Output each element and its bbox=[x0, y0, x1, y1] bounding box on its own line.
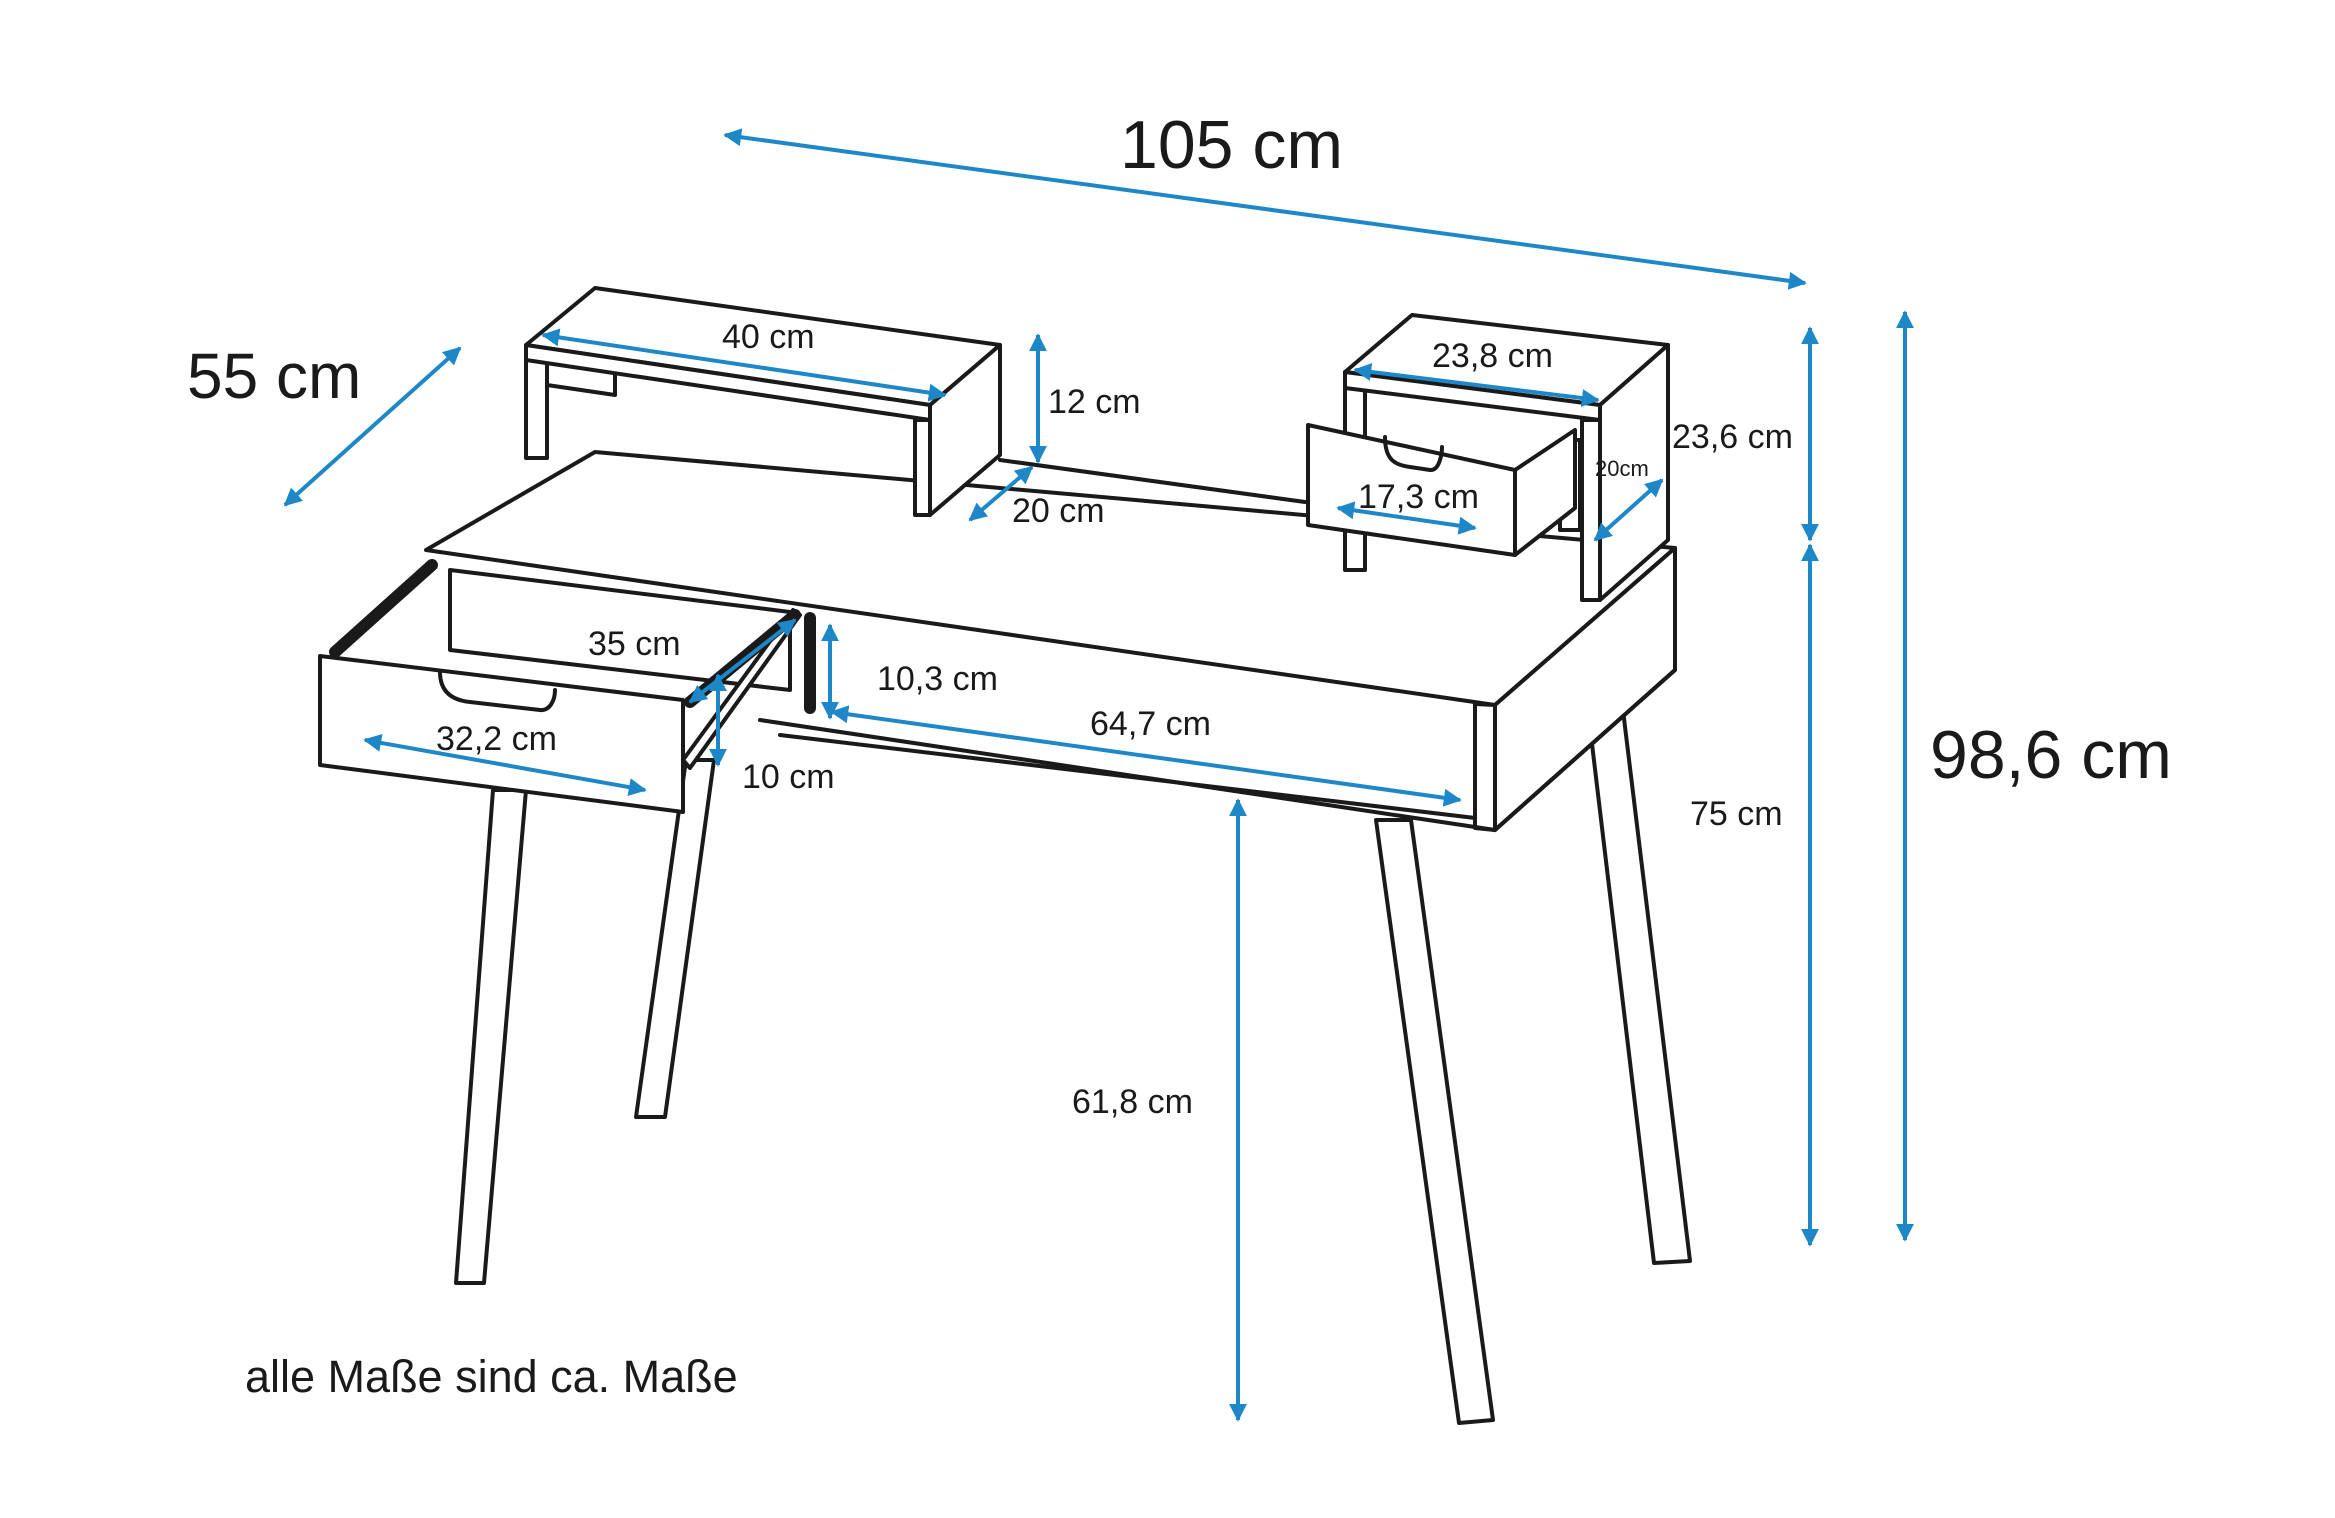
shelf-right-leg bbox=[913, 418, 932, 517]
cabinet-drawer-handle bbox=[1383, 435, 1444, 472]
approximate-measurements-note: alle Maße sind ca. Maße bbox=[245, 1351, 738, 1402]
label-shelf-width: 40 cm bbox=[722, 318, 815, 356]
label-cabinet-height: 23,6 cm bbox=[1672, 418, 1793, 456]
dim-total-width bbox=[723, 128, 1807, 290]
shelf-right-side bbox=[928, 343, 1002, 517]
dim-cabinet-width bbox=[1353, 363, 1600, 407]
label-cabinet-width: 23,8 cm bbox=[1432, 337, 1553, 375]
label-total-depth: 55 cm bbox=[187, 340, 361, 412]
dim-knee-space-width bbox=[830, 705, 1462, 807]
label-shelf-height: 12 cm bbox=[1048, 383, 1141, 421]
desk-back-edge bbox=[998, 458, 1307, 504]
leg-front-left bbox=[454, 788, 528, 1285]
leg-back-left bbox=[634, 758, 716, 1119]
apron-front-line bbox=[778, 733, 1477, 820]
dimension-labels: 105 cm 55 cm 98,6 cm 40 cm 12 cm 20 cm 2… bbox=[187, 107, 2172, 1402]
label-small-drawer-width: 17,3 cm bbox=[1358, 478, 1479, 516]
dim-small-drawer-width bbox=[1336, 501, 1477, 535]
shelf-left-side bbox=[524, 353, 549, 460]
label-drawer-depth: 35 cm bbox=[588, 625, 681, 663]
label-leg-clearance: 61,8 cm bbox=[1072, 1083, 1193, 1121]
dim-shelf-width bbox=[541, 328, 947, 402]
dim-drawer-width bbox=[363, 733, 647, 797]
desk-body bbox=[424, 450, 1677, 833]
right-apron-front bbox=[1473, 702, 1497, 832]
label-apron-height: 10,3 cm bbox=[877, 660, 998, 698]
label-shelf-depth: 20 cm bbox=[1012, 492, 1105, 530]
drawer-left-rail bbox=[329, 559, 438, 658]
cabinet-front-right-leg bbox=[1580, 418, 1602, 602]
leg-back-right bbox=[1585, 700, 1692, 1265]
label-drawer-height: 10 cm bbox=[742, 758, 835, 796]
desk-legs bbox=[454, 700, 1692, 1425]
label-desk-height: 75 cm bbox=[1690, 795, 1783, 833]
dim-cabinet-depth bbox=[1593, 478, 1664, 542]
dim-shelf-depth bbox=[968, 465, 1034, 522]
label-total-width: 105 cm bbox=[1120, 107, 1343, 183]
dimension-lines bbox=[283, 128, 1914, 1422]
label-drawer-width: 32,2 cm bbox=[436, 720, 557, 758]
drawer-handle bbox=[438, 670, 557, 713]
leg-front-right bbox=[1374, 818, 1495, 1425]
label-cabinet-depth: 20cm bbox=[1595, 456, 1649, 481]
dim-total-depth bbox=[283, 346, 462, 507]
label-knee-space-width: 64,7 cm bbox=[1090, 705, 1211, 743]
dim-drawer-depth bbox=[688, 618, 797, 704]
label-total-height: 98,6 cm bbox=[1930, 717, 2172, 793]
